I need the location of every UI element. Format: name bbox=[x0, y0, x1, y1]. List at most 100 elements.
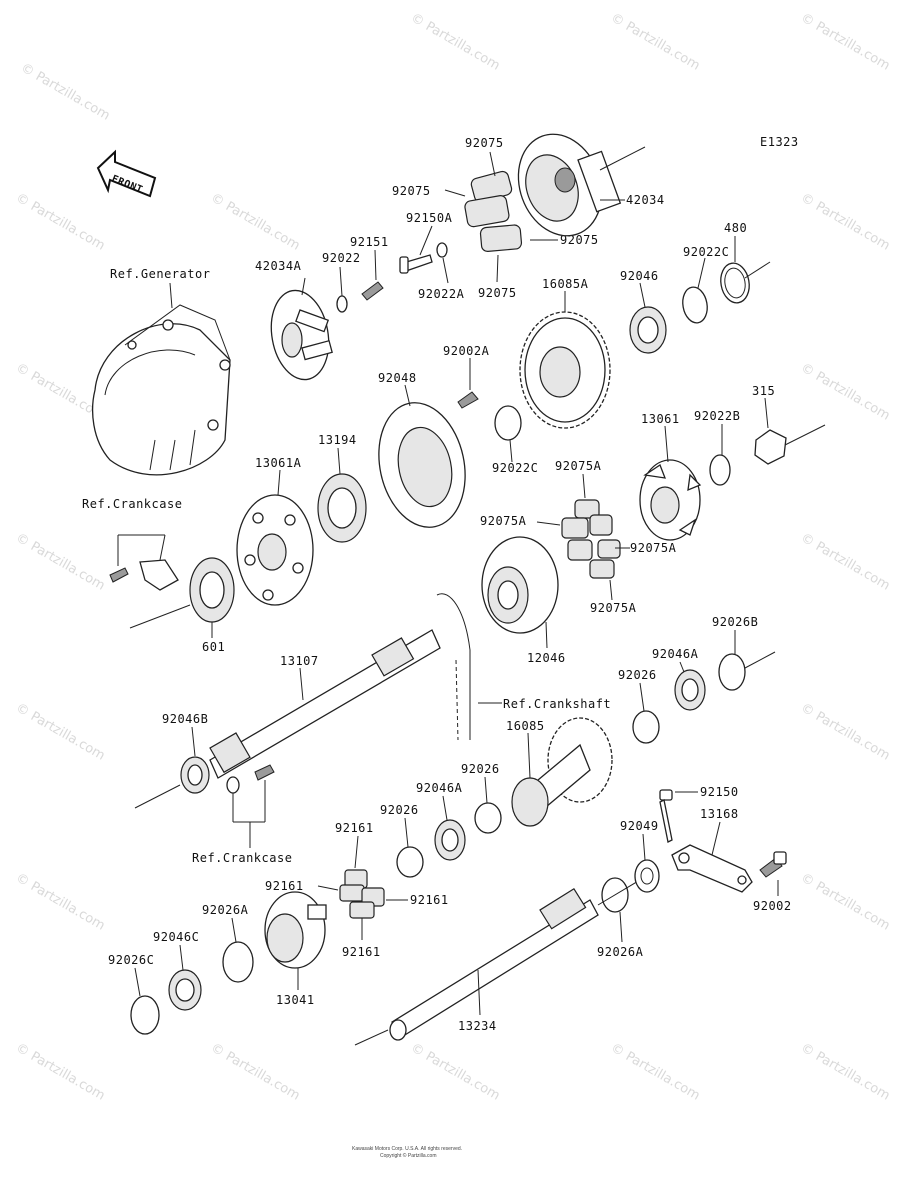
watermark-text: © Partzilla.com bbox=[408, 1040, 502, 1103]
part-92046 bbox=[629, 306, 667, 354]
label-92150A: 92150A bbox=[406, 211, 453, 225]
part-13168 bbox=[671, 844, 753, 893]
leader-line bbox=[477, 969, 481, 1016]
leader-line bbox=[301, 277, 306, 296]
leader-line bbox=[764, 397, 769, 429]
label-92046A-mid: 92046A bbox=[416, 781, 463, 795]
label-13107: 13107 bbox=[280, 654, 319, 668]
leader-line bbox=[354, 835, 359, 869]
label-92075-right: 92075 bbox=[560, 233, 599, 247]
watermark-text: © Partzilla.com bbox=[13, 530, 107, 593]
leader-line bbox=[679, 661, 685, 673]
label-92022: 92022 bbox=[322, 251, 361, 265]
axis-line bbox=[744, 261, 771, 279]
watermark-text: © Partzilla.com bbox=[798, 10, 892, 73]
leader-line bbox=[231, 917, 237, 943]
leader-line bbox=[277, 469, 281, 496]
part-92048 bbox=[378, 402, 466, 528]
part-601 bbox=[189, 557, 235, 623]
part-13061 bbox=[639, 459, 702, 541]
part-92002A bbox=[457, 391, 479, 409]
watermark-text: © Partzilla.com bbox=[798, 1040, 892, 1103]
label-16085A: 16085A bbox=[542, 277, 589, 291]
part-42034 bbox=[517, 133, 622, 237]
label-12046: 12046 bbox=[527, 651, 566, 665]
part-92161-group bbox=[339, 869, 385, 919]
part-92075A-dampers bbox=[561, 499, 621, 579]
label-92151: 92151 bbox=[350, 235, 389, 249]
label-13234: 13234 bbox=[458, 1019, 497, 1033]
axis-line bbox=[597, 879, 641, 906]
leader-line bbox=[609, 579, 613, 601]
leader-line bbox=[404, 384, 411, 407]
axis-line bbox=[134, 784, 181, 809]
leader-line bbox=[489, 151, 496, 177]
part-13061A bbox=[236, 494, 314, 606]
part-92026-mid bbox=[474, 802, 502, 834]
part-crankcase-bolt-top bbox=[109, 559, 179, 591]
label-13061: 13061 bbox=[641, 412, 680, 426]
part-92150A bbox=[399, 254, 433, 274]
label-92002: 92002 bbox=[753, 899, 792, 913]
label-480: 480 bbox=[724, 221, 747, 235]
part-16085A bbox=[519, 311, 611, 429]
label-92026-mid: 92026 bbox=[461, 762, 500, 776]
watermark-text: © Partzilla.com bbox=[798, 360, 892, 423]
part-92026-left bbox=[396, 846, 424, 878]
label-16085: 16085 bbox=[506, 719, 545, 733]
part-13041 bbox=[264, 891, 327, 969]
label-92075A-top: 92075A bbox=[555, 459, 602, 473]
watermark-text: © Partzilla.com bbox=[408, 10, 502, 73]
leader-line bbox=[484, 776, 488, 804]
label-92026-right: 92026 bbox=[618, 668, 657, 682]
axis-line bbox=[354, 1029, 389, 1046]
leader-line bbox=[642, 833, 646, 861]
label-92161-top: 92161 bbox=[335, 821, 374, 835]
part-480 bbox=[720, 262, 750, 304]
label-13061A: 13061A bbox=[255, 456, 302, 470]
diagram-code: E1323 bbox=[760, 135, 799, 149]
label-92002A: 92002A bbox=[443, 344, 490, 358]
label-92046B: 92046B bbox=[162, 712, 208, 726]
label-92161-left: 92161 bbox=[265, 879, 304, 893]
part-13234 bbox=[389, 887, 599, 1041]
watermark-text: © Partzilla.com bbox=[18, 60, 112, 123]
label-92150: 92150 bbox=[700, 785, 739, 799]
crankshaft-chain bbox=[436, 593, 471, 741]
watermark-text: © Partzilla.com bbox=[798, 700, 892, 763]
part-315 bbox=[754, 429, 787, 465]
label-601: 601 bbox=[202, 640, 225, 654]
leader-line bbox=[339, 266, 343, 297]
leader-line bbox=[711, 821, 721, 856]
part-92022B bbox=[709, 454, 731, 486]
leader-line bbox=[619, 911, 623, 943]
label-92075A-left: 92075A bbox=[480, 514, 527, 528]
watermark-text: © Partzilla.com bbox=[13, 190, 107, 253]
leader-line bbox=[442, 795, 448, 821]
axis-line bbox=[744, 651, 776, 669]
label-92048: 92048 bbox=[378, 371, 417, 385]
label-42034: 42034 bbox=[626, 193, 665, 207]
leader-line bbox=[419, 225, 433, 256]
part-92026-right bbox=[632, 710, 660, 744]
part-92151 bbox=[361, 281, 384, 301]
label-92022C-top: 92022C bbox=[683, 245, 729, 259]
leader-line bbox=[639, 282, 646, 308]
part-92022A bbox=[436, 242, 448, 258]
part-42034A bbox=[270, 289, 333, 381]
front-arrow-icon: FRONT bbox=[96, 149, 157, 198]
watermark-text: © Partzilla.com bbox=[798, 870, 892, 933]
label-92075-bottom: 92075 bbox=[478, 286, 517, 300]
footer-copyright: Kawasaki Motors Corp. U.S.A. All rights … bbox=[352, 1146, 462, 1152]
part-92046A-right bbox=[674, 669, 706, 711]
label-92161-bottom: 92161 bbox=[342, 945, 381, 959]
part-92075-dampers bbox=[464, 170, 523, 253]
leader-line bbox=[527, 732, 531, 779]
axis-line bbox=[784, 424, 826, 446]
watermark-text: © Partzilla.com bbox=[208, 190, 302, 253]
leader-line bbox=[509, 439, 513, 463]
label-92161-right: 92161 bbox=[410, 893, 449, 907]
leader-line bbox=[317, 885, 339, 891]
part-13194 bbox=[317, 473, 367, 543]
